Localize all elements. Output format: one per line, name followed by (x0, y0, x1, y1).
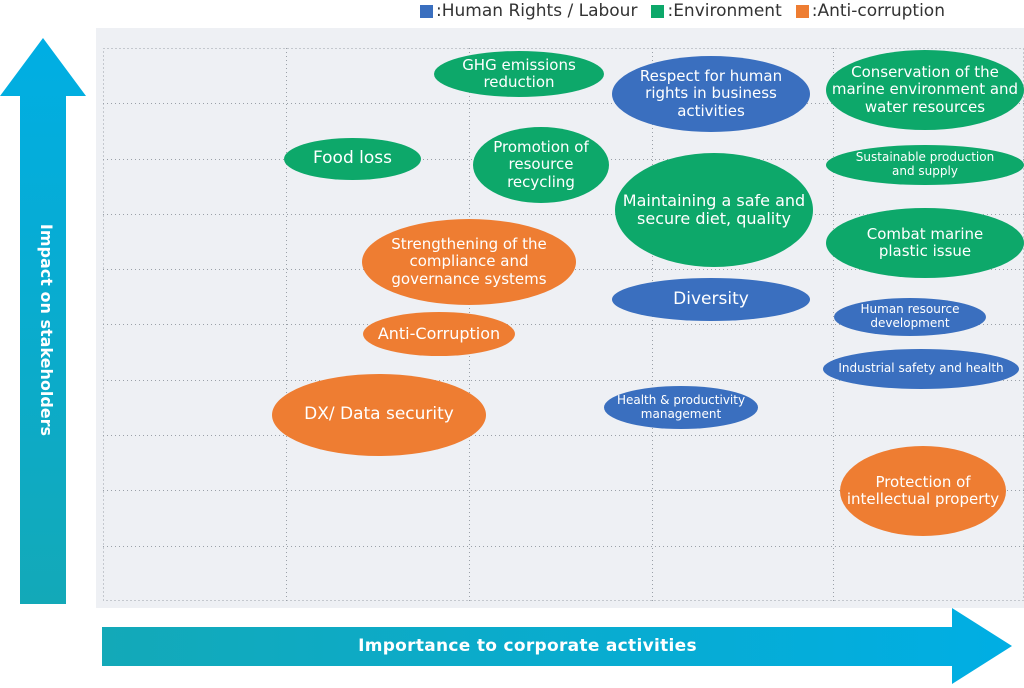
topic-dx-data-security-label: DX/ Data security (304, 404, 454, 425)
topic-safe-diet: Maintaining a safe and secure diet, qual… (615, 153, 813, 267)
topic-compliance-governance: Strengthening of the compliance and gove… (362, 219, 576, 305)
topic-intellectual-property-label: Protection of intellectual property (846, 472, 1000, 508)
environment-swatch (651, 4, 665, 18)
topic-food-loss: Food loss (284, 138, 421, 180)
legend-item-anti-corruption: :Anti-corruption (795, 1, 945, 21)
topic-sustainable-production: Sustainable production and supply (826, 145, 1024, 185)
anti-corruption-swatch (795, 4, 809, 18)
topic-conservation-marine-label: Conservation of the marine environment a… (831, 63, 1019, 116)
legend-label-human-rights: Human Rights / Labour (441, 1, 638, 21)
topic-ghg-emissions: GHG emissions reduction (434, 51, 604, 97)
topic-industrial-safety-label: Industrial safety and health (838, 361, 1004, 376)
topic-human-resource-development-label: Human resource development (860, 302, 960, 330)
topic-health-productivity: Health & productivity management (604, 386, 758, 429)
topic-compliance-governance-label: Strengthening of the compliance and gove… (391, 235, 547, 288)
topic-dx-data-security: DX/ Data security (272, 374, 486, 456)
topic-conservation-marine: Conservation of the marine environment a… (826, 50, 1024, 130)
topic-marine-plastic: Combat marine plastic issue (826, 208, 1024, 278)
topic-human-resource-development: Human resource development (834, 298, 986, 336)
topic-ghg-emissions-label: GHG emissions reduction (462, 55, 576, 91)
x-axis-label: Importance to corporate activities (358, 636, 697, 656)
topic-health-productivity-label: Health & productivity management (616, 392, 746, 421)
y-axis-arrow (0, 38, 86, 604)
topic-anti-corruption: Anti-Corruption (363, 312, 515, 356)
topic-food-loss-label: Food loss (312, 148, 392, 169)
y-axis-label: Impact on stakeholders (37, 223, 57, 437)
topic-sustainable-production-label: Sustainable production and supply (855, 150, 995, 178)
topic-respect-human-rights-label: Respect for human rights in business act… (639, 67, 783, 120)
legend-label-anti-corruption: Anti-corruption (817, 1, 945, 21)
topic-resource-recycling: Promotion of resource recycling (473, 127, 609, 203)
topic-marine-plastic-label: Combat marine plastic issue (866, 224, 984, 260)
topic-safe-diet-label: Maintaining a safe and secure diet, qual… (622, 190, 806, 228)
legend-item-human-rights: :Human Rights / Labour (420, 1, 637, 21)
legend-label-environment: Environment (673, 1, 782, 21)
legend: :Human Rights / Labour :Environment :Ant… (420, 0, 959, 22)
human-rights-swatch (420, 4, 433, 18)
topic-intellectual-property: Protection of intellectual property (840, 446, 1006, 536)
topic-resource-recycling-label: Promotion of resource recycling (493, 138, 589, 191)
topic-industrial-safety: Industrial safety and health (823, 349, 1019, 389)
topic-diversity: Diversity (612, 278, 810, 321)
topic-diversity-label: Diversity (673, 288, 749, 309)
topic-anti-corruption-label: Anti-Corruption (377, 323, 501, 343)
legend-item-environment: :Environment (651, 1, 782, 21)
topic-respect-human-rights: Respect for human rights in business act… (612, 56, 810, 132)
x-axis-arrow (100, 608, 1014, 684)
